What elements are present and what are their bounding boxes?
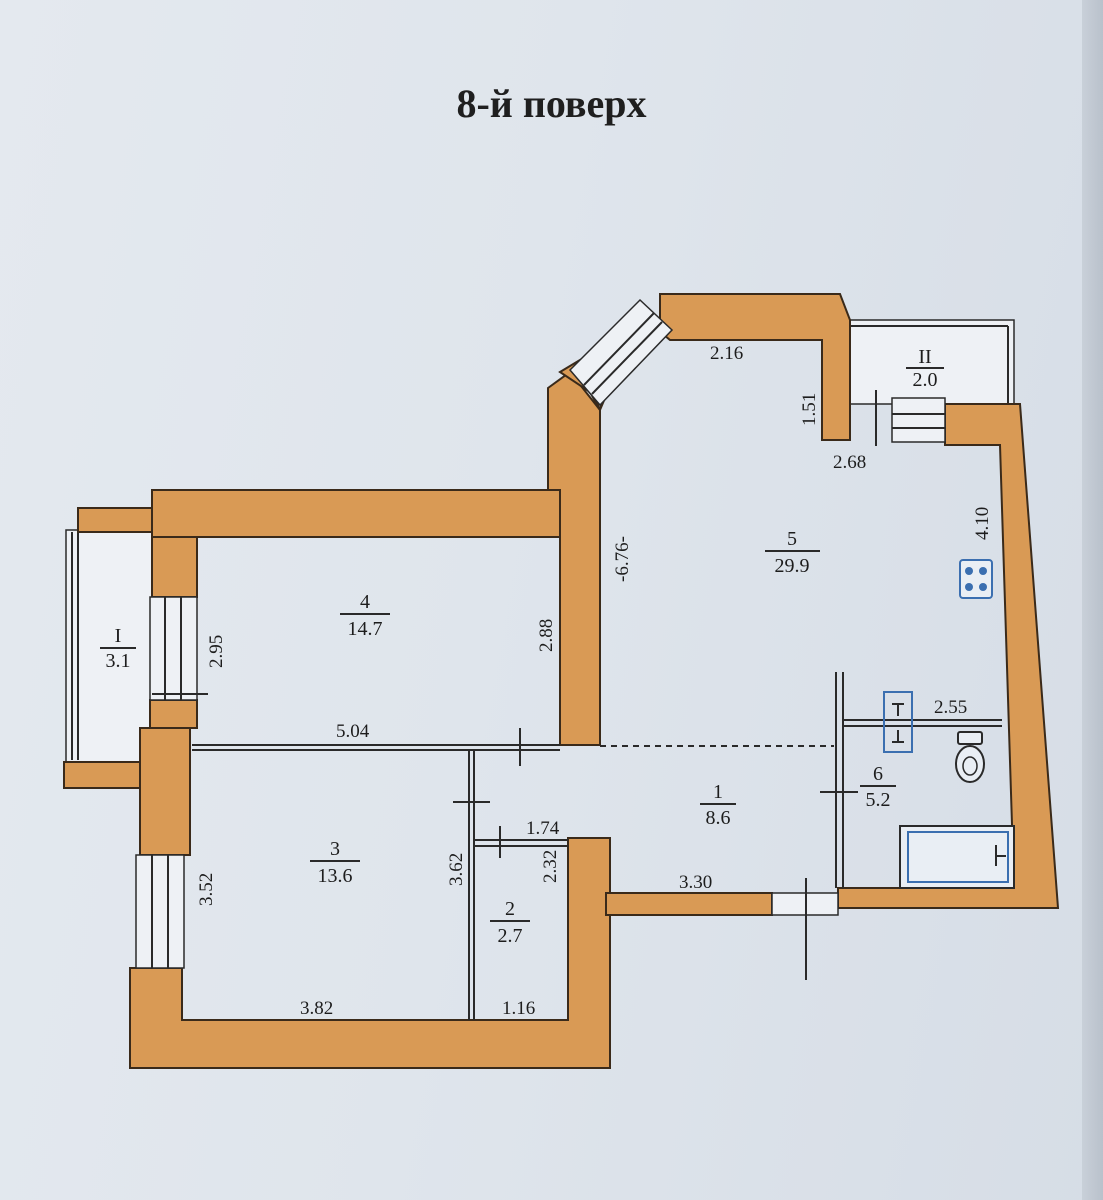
room-3-number: 3 <box>330 838 340 860</box>
wall <box>151 536 198 598</box>
room-3-area: 13.6 <box>318 865 353 887</box>
dim-1-74: 1.74 <box>526 818 560 839</box>
wall <box>151 489 561 538</box>
dim-3-52: 3.52 <box>196 873 217 906</box>
dim-2-16: 2.16 <box>710 343 743 364</box>
dim-2-32: 2.32 <box>540 850 561 883</box>
window-room-3 <box>135 854 185 969</box>
room-5-area: 29.9 <box>775 555 810 577</box>
sink-icon <box>883 691 913 753</box>
bay-window <box>568 298 674 407</box>
window-room-4 <box>149 596 198 701</box>
dim-2-95: 2.95 <box>206 635 227 668</box>
wall <box>129 837 611 1069</box>
wall <box>547 370 601 746</box>
dim-2-88: 2.88 <box>536 619 557 652</box>
window-balcony-2 <box>891 397 946 443</box>
dim-4-10: 4.10 <box>972 507 993 540</box>
paper-edge <box>1082 0 1103 1200</box>
wall <box>149 699 198 729</box>
page-title: 8-й поверх <box>456 81 647 126</box>
wall <box>605 892 773 916</box>
wall <box>139 727 191 856</box>
room-6-area: 5.2 <box>866 789 891 811</box>
room-1-number: 1 <box>713 781 723 803</box>
balcony-1-area: 3.1 <box>106 650 131 672</box>
room-2-number: 2 <box>505 898 515 920</box>
dim-1-51: 1.51 <box>799 393 820 426</box>
bay-window-mullion <box>591 321 663 395</box>
dim-5-04: 5.04 <box>336 721 370 742</box>
dim-3-82: 3.82 <box>300 998 333 1019</box>
room-4-area: 14.7 <box>348 618 383 640</box>
wall <box>77 507 153 533</box>
balcony-2-number: II <box>918 346 931 368</box>
stove-icon <box>959 559 993 599</box>
room-1-area: 8.6 <box>706 807 731 829</box>
dim-6-76: -6.76- <box>612 536 633 582</box>
balcony-2-outline <box>845 319 1015 405</box>
room-6-number: 6 <box>873 763 883 785</box>
room-5-number: 5 <box>787 528 797 550</box>
dim-3-30: 3.30 <box>679 872 712 893</box>
wall <box>837 403 1060 909</box>
room-2-area: 2.7 <box>498 925 523 947</box>
room-4-number: 4 <box>360 591 370 613</box>
bay-window-mullion <box>583 312 655 386</box>
toilet-icon <box>955 731 985 783</box>
balcony-1-number: I <box>115 625 122 647</box>
dim-2-55: 2.55 <box>934 697 967 718</box>
dim-2-68: 2.68 <box>833 452 866 473</box>
dim-1-16: 1.16 <box>502 998 535 1019</box>
dim-3-62: 3.62 <box>446 853 467 886</box>
balcony-2-area: 2.0 <box>913 369 938 391</box>
bathtub-icon <box>899 825 1015 889</box>
